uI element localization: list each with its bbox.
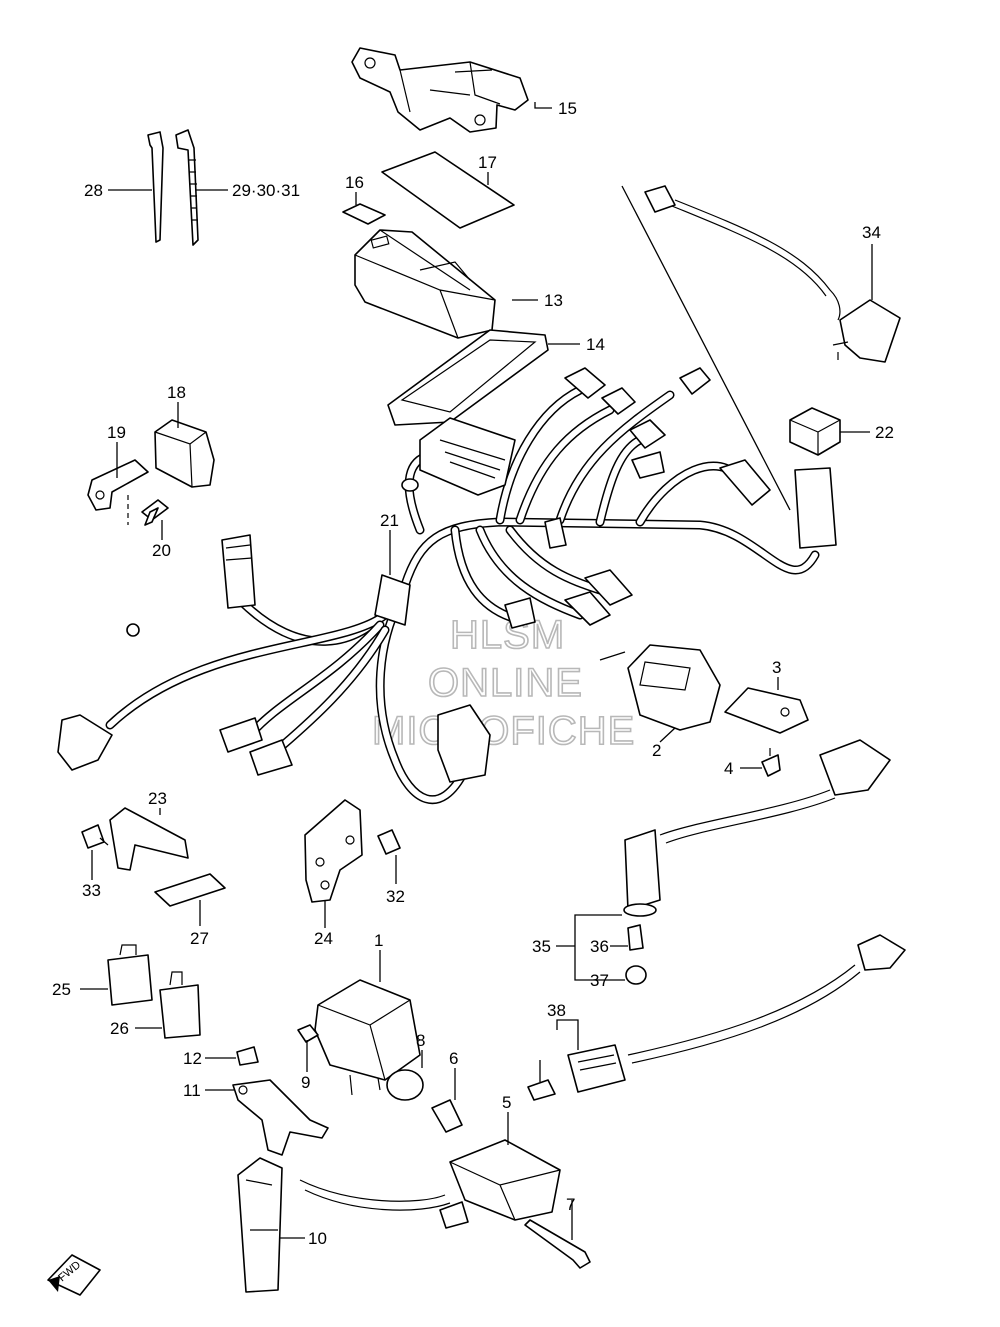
- part-24-bracket: [304, 799, 363, 903]
- part-38-fuse: [527, 1079, 556, 1101]
- callout-36: 37: [590, 971, 609, 990]
- callout-13: 13: [544, 291, 563, 310]
- callout-26: 26: [110, 1019, 129, 1038]
- part-26-relay: [159, 971, 201, 1039]
- part-34-plug-cap: [623, 739, 891, 917]
- callout-21: 21: [380, 511, 399, 530]
- part-35-pin: [627, 924, 644, 951]
- part-36-cap: [625, 965, 647, 985]
- callout-7: 7: [566, 1195, 575, 1214]
- part-15-bracket: [351, 47, 529, 133]
- part-5-ignition-switch: [299, 1139, 561, 1229]
- callout-15: 15: [558, 99, 577, 118]
- callout-35: 36: [590, 937, 609, 956]
- part-18-relay: [154, 419, 215, 488]
- callout-14: 14: [586, 335, 605, 354]
- part-19-clip: [87, 459, 149, 511]
- part-10-ignition-coil: [237, 1157, 283, 1293]
- part-20-bolt: [141, 499, 169, 526]
- callout-28: 28: [84, 181, 103, 200]
- part-23-bracket: [109, 807, 189, 871]
- part-27-pad: [154, 873, 226, 907]
- callout-32-left: 33: [82, 881, 101, 900]
- callout-27: 27: [190, 929, 209, 948]
- callout-22: 22: [875, 423, 894, 442]
- callout-3: 3: [772, 658, 781, 677]
- part-22-cap: [789, 407, 841, 456]
- part-33-sensor: [644, 185, 901, 363]
- callout-24: 24: [314, 929, 333, 948]
- part-17-pad: [381, 151, 515, 229]
- callout-33: 34: [862, 223, 881, 242]
- callout-6: 6: [449, 1049, 458, 1068]
- part-25-relay: [107, 944, 153, 1006]
- callout-1: 1: [374, 931, 383, 950]
- callout-2: 2: [652, 741, 661, 760]
- part-14-band: [387, 329, 549, 426]
- callout-32-right: 32: [386, 887, 405, 906]
- part-8-grommet: [386, 1069, 424, 1101]
- part-6-collar: [431, 1099, 463, 1133]
- callout-29-30-31: 29·30·31: [232, 181, 300, 200]
- part-4-screw: [761, 748, 781, 777]
- callout-9: 9: [301, 1073, 310, 1092]
- part-11-bracket: [232, 1079, 329, 1156]
- fwd-arrow-icon: FWD: [47, 1254, 101, 1296]
- callout-8: 8: [416, 1031, 425, 1050]
- watermark: HLSM ONLINE MICROFICHE: [371, 612, 635, 754]
- part-2-canister: [599, 644, 721, 731]
- callout-10: 10: [308, 1229, 327, 1248]
- callout-4: 4: [724, 759, 733, 778]
- part-29-cable-tie: [175, 129, 199, 246]
- callout-11: 11: [183, 1081, 201, 1100]
- part-12-bolt: [236, 1046, 259, 1066]
- part-3-plate: [724, 687, 809, 734]
- callout-37: 38: [547, 1001, 566, 1020]
- callout-17: 17: [478, 153, 497, 172]
- callout-34: 35: [532, 937, 551, 956]
- callout-20: 20: [152, 541, 171, 560]
- watermark-line-2: ONLINE: [428, 661, 583, 705]
- part-37-sub-harness: [567, 934, 906, 1093]
- part-16-pad: [342, 203, 386, 225]
- leader-lines: [80, 102, 873, 1240]
- callout-5: 5: [502, 1093, 511, 1112]
- watermark-line-3: MICROFICHE: [372, 709, 635, 753]
- part-13-control-unit: [354, 229, 496, 339]
- callout-25: 25: [52, 980, 71, 999]
- callout-16: 16: [345, 173, 364, 192]
- part-7-bolt: [524, 1219, 591, 1269]
- callout-18: 18: [167, 383, 186, 402]
- part-32-bolt-left: [81, 824, 109, 849]
- part-33-reference-line: [621, 185, 791, 511]
- part-1-regulator: [314, 979, 421, 1096]
- part-32-bolt-right: [377, 829, 401, 855]
- callout-23: 23: [148, 789, 167, 808]
- callout-19: 19: [107, 423, 126, 442]
- callout-12: 12: [183, 1049, 202, 1068]
- part-21-wiring-harness: [57, 367, 837, 805]
- part-9-nut: [297, 1024, 319, 1043]
- part-28-cable-tie: [147, 131, 164, 243]
- callout-labels: 15 17 16 13 14 28 29·30·31 18 19 20 21 2…: [52, 99, 894, 1248]
